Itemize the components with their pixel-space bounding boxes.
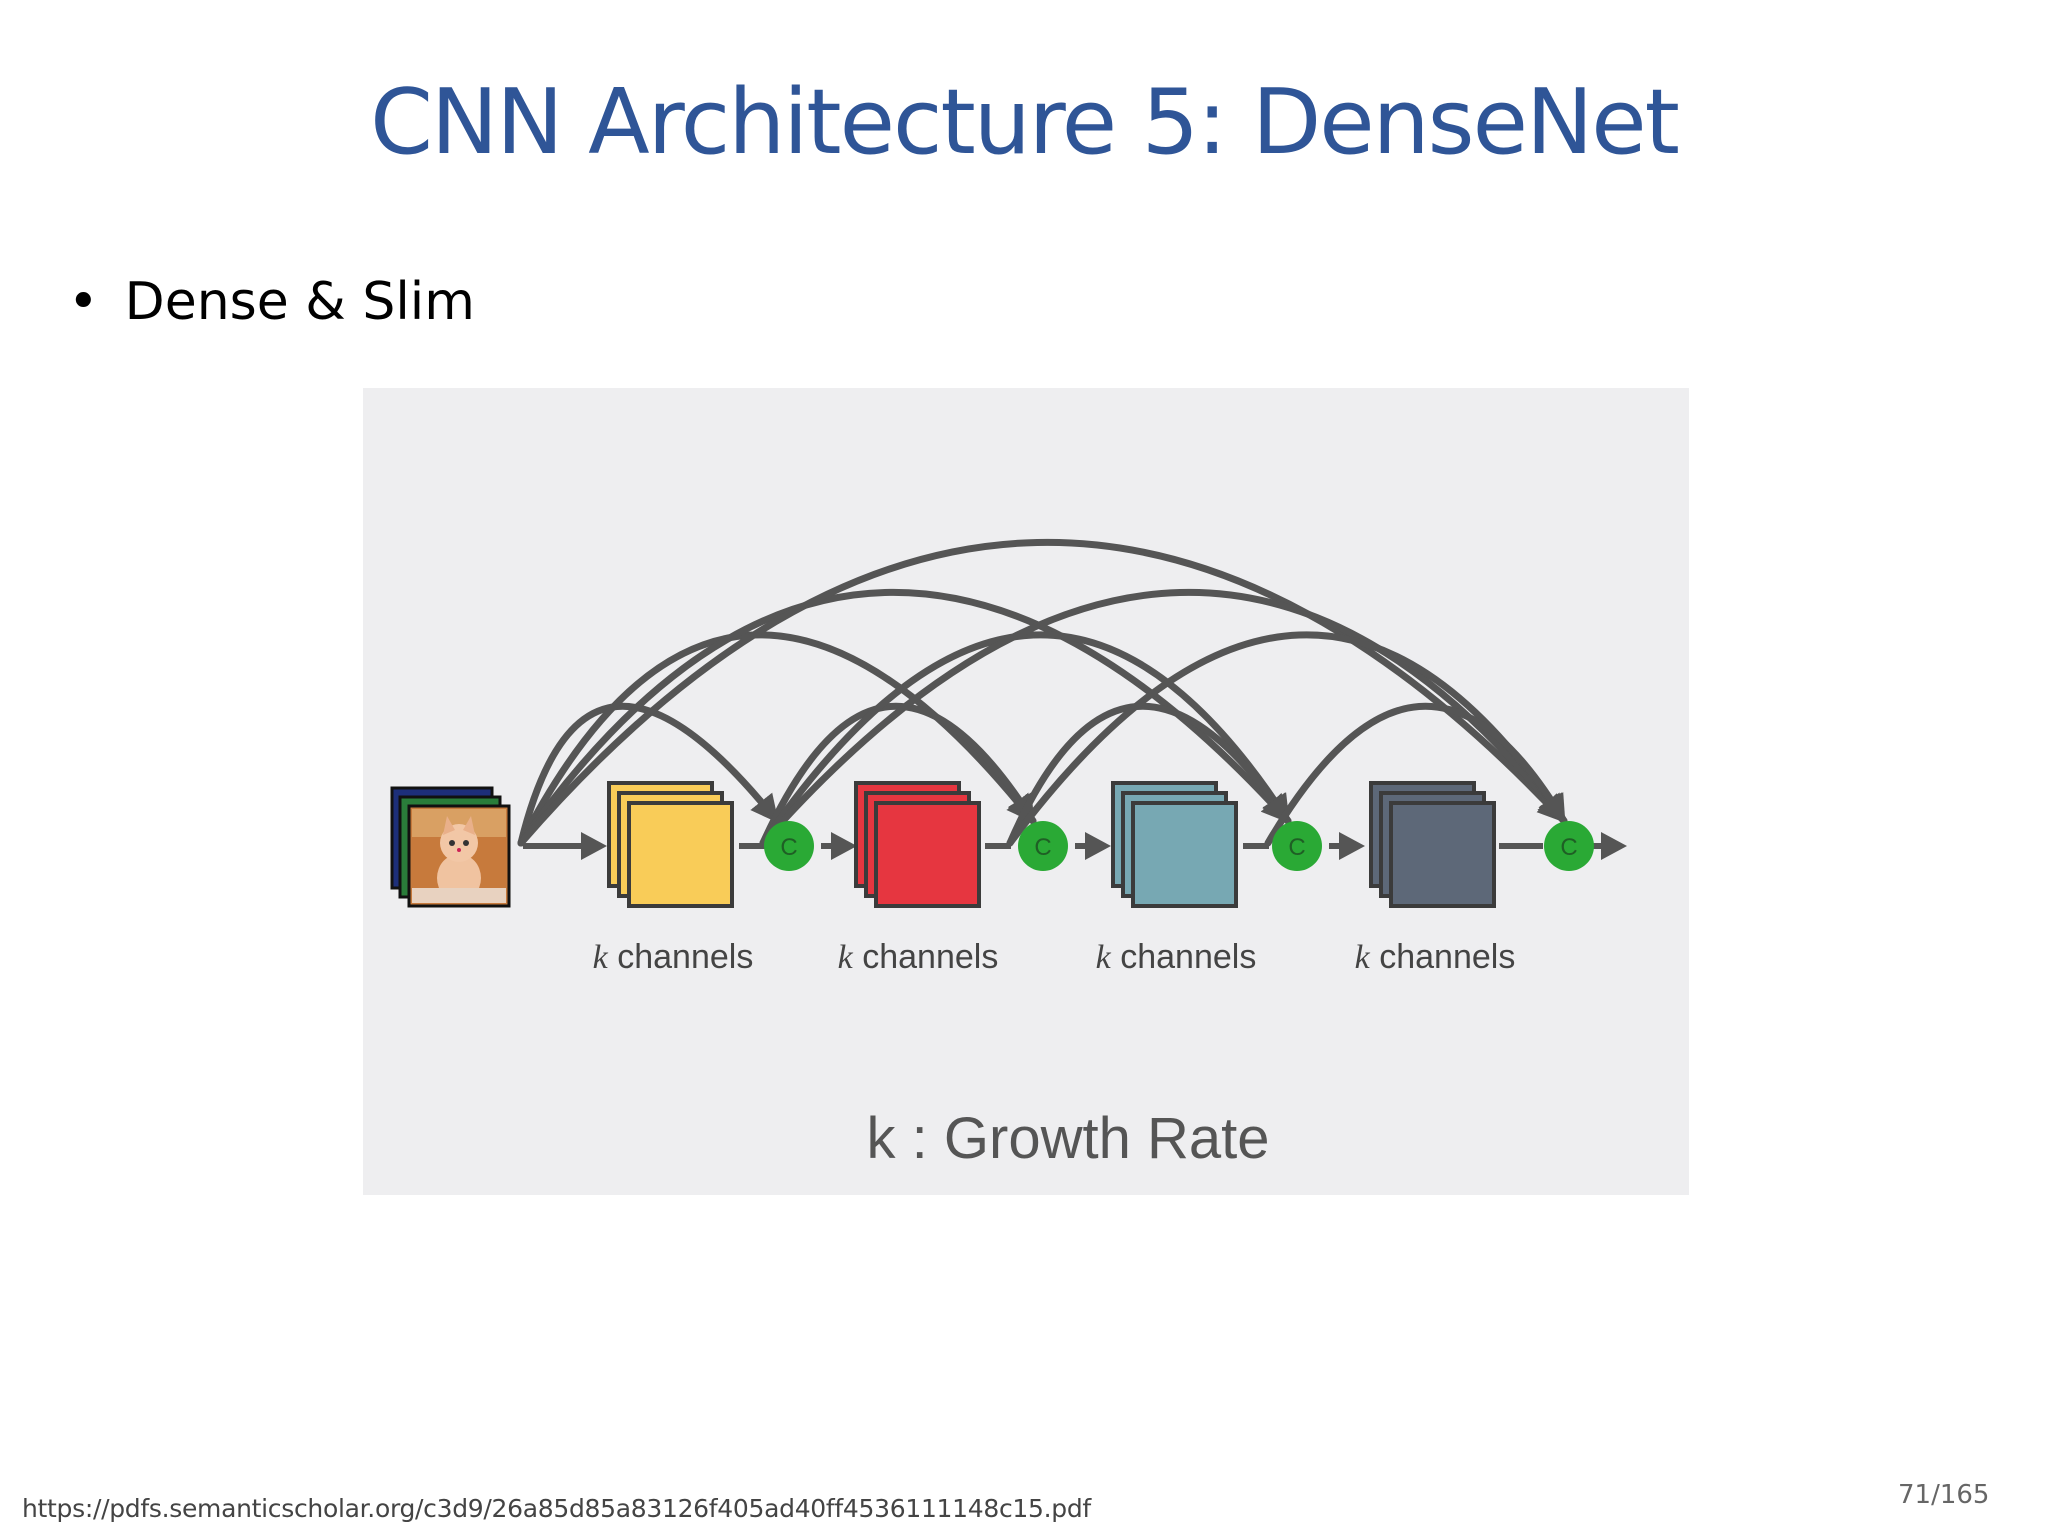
block-label-4: k channels — [1355, 938, 1516, 976]
page-number: 71/165 — [1898, 1480, 1990, 1510]
flow-arrow — [985, 843, 1011, 849]
feature-block-4 — [1369, 781, 1496, 908]
source-url: https://pdfs.semanticscholar.org/c3d9/26… — [22, 1494, 1091, 1523]
flow-arrow — [1075, 832, 1111, 860]
flow-arrow — [1243, 843, 1269, 849]
concat-node-3: C — [1272, 821, 1322, 871]
flow-arrow — [739, 843, 769, 849]
arc-b3-to-c4 — [1264, 702, 1568, 847]
flow-arrow — [1591, 832, 1627, 860]
feature-block-1 — [607, 781, 734, 908]
bullet-dot: • — [68, 272, 99, 332]
concat-symbol: C — [780, 834, 797, 861]
densenet-svg: C C C C k channels k channels k channels… — [390, 539, 1627, 1171]
arc-b1-to-c4 — [759, 589, 1568, 847]
concat-node-1: C — [764, 821, 814, 871]
bullet-text: Dense & Slim — [124, 272, 475, 332]
block-label-3: k channels — [1096, 938, 1257, 976]
concat-node-2: C — [1018, 821, 1068, 871]
feature-block-3 — [1111, 781, 1238, 908]
concat-symbol: C — [1560, 834, 1577, 861]
growth-rate-caption: k : Growth Rate — [867, 1106, 1270, 1171]
arc-input-to-c3 — [517, 588, 1292, 847]
block-label-1: k channels — [593, 938, 754, 976]
skip-connections — [517, 539, 1568, 847]
flow-arrow — [1499, 843, 1543, 849]
kitten-image-icon — [407, 804, 511, 908]
arc-input-to-c4 — [517, 539, 1568, 847]
bullet-item: • Dense & Slim — [68, 272, 475, 332]
flow-arrows — [523, 832, 1627, 860]
concat-symbol: C — [1288, 834, 1305, 861]
concat-symbol: C — [1034, 834, 1051, 861]
block-labels: k channels k channels k channels k chann… — [593, 938, 1516, 976]
feature-block-2 — [854, 781, 981, 908]
flow-arrow — [821, 832, 857, 860]
arc-b1-to-c3 — [759, 631, 1292, 847]
densenet-diagram: C C C C k channels k channels k channels… — [363, 388, 1689, 1195]
flow-arrow — [523, 832, 607, 860]
input-image-stack — [390, 786, 511, 908]
slide-title: CNN Architecture 5: DenseNet — [370, 70, 1680, 175]
concat-node-4: C — [1544, 821, 1594, 871]
block-label-2: k channels — [838, 938, 999, 976]
arc-b1-to-c2 — [759, 703, 1037, 847]
flow-arrow — [1329, 832, 1365, 860]
